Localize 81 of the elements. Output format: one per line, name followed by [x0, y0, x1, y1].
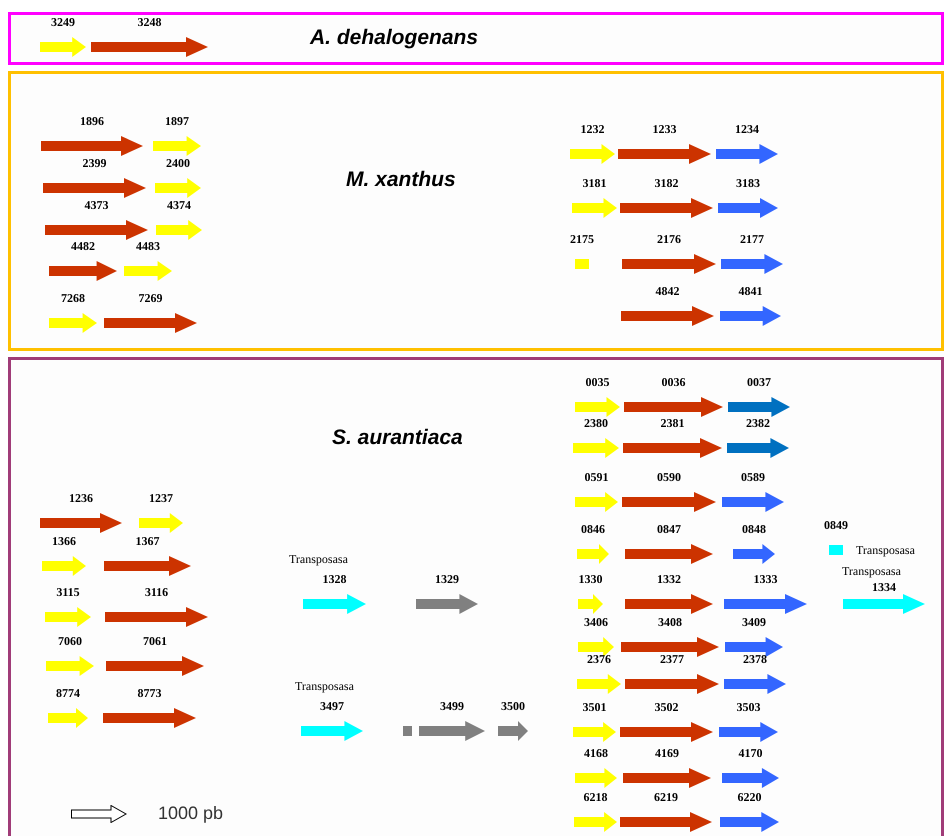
- gene-label: 3409: [742, 615, 766, 629]
- gene-label: 1233: [652, 122, 676, 136]
- gene-label: 2176: [657, 232, 681, 246]
- gene-label: 1236: [69, 491, 93, 505]
- gene-label: 3249: [51, 15, 75, 29]
- gene-label: 8773: [138, 686, 162, 700]
- gene-label: 1330: [578, 572, 602, 586]
- gene-label: 4482: [71, 239, 95, 253]
- annotation-text: Transposasa: [289, 552, 348, 566]
- gene-label: 3502: [654, 700, 678, 714]
- gene-label: 0590: [657, 470, 681, 484]
- annotation-text: Transposasa: [842, 564, 901, 578]
- gene-label: 2175: [570, 232, 594, 246]
- gene-label: 1234: [735, 122, 759, 136]
- gene-label: 1367: [136, 534, 160, 548]
- gene-label: 0035: [586, 375, 610, 389]
- gene-label: 1897: [165, 114, 189, 128]
- gene-label: 7269: [138, 291, 162, 305]
- gene-label: 2377: [660, 652, 684, 666]
- gene-label: 0847: [657, 522, 681, 536]
- gene-label: 3182: [654, 176, 678, 190]
- species-panel: [8, 357, 944, 836]
- gene-label: 2382: [746, 416, 770, 430]
- gene-label: 0589: [741, 470, 765, 484]
- gene-label: 1328: [322, 572, 346, 586]
- gene-label: 6220: [738, 790, 762, 804]
- gene-label: 3503: [736, 700, 760, 714]
- gene-label: 2376: [587, 652, 611, 666]
- gene-label: 4168: [584, 746, 608, 760]
- species-panel: [8, 12, 944, 65]
- gene-label: 1896: [80, 114, 104, 128]
- gene-label: 3501: [582, 700, 606, 714]
- gene-label: 2378: [743, 652, 767, 666]
- gene-label: 4483: [136, 239, 160, 253]
- gene-label: 1334: [872, 580, 896, 594]
- species-name: S. aurantiaca: [332, 426, 463, 450]
- gene-label: 0591: [584, 470, 608, 484]
- gene-label: 2399: [82, 156, 106, 170]
- gene-label: 0037: [747, 375, 771, 389]
- species-name: M. xanthus: [346, 168, 456, 192]
- gene-label: 0848: [742, 522, 766, 536]
- gene-label: 4373: [84, 198, 108, 212]
- gene-label: 4842: [656, 284, 680, 298]
- gene-label: 6218: [584, 790, 608, 804]
- gene-label: 6219: [654, 790, 678, 804]
- gene-label: 7061: [143, 634, 167, 648]
- gene-label: 3408: [658, 615, 682, 629]
- gene-label: 4169: [655, 746, 679, 760]
- gene-label: 1366: [52, 534, 76, 548]
- gene-label: 3500: [501, 699, 525, 713]
- gene-label: 2177: [740, 232, 764, 246]
- gene-label: 3116: [144, 585, 168, 599]
- gene-label: 7060: [58, 634, 82, 648]
- gene-label: 1329: [435, 572, 459, 586]
- gene-label: 3497: [320, 699, 344, 713]
- annotation-text: Transposasa: [856, 543, 915, 557]
- gene-label: 1333: [754, 572, 778, 586]
- gene-label: 1232: [580, 122, 604, 136]
- species-panel: [8, 71, 944, 351]
- gene-label: 3181: [582, 176, 606, 190]
- gene-label: 3248: [138, 15, 162, 29]
- annotation-text: Transposasa: [295, 679, 354, 693]
- gene-label: 1332: [657, 572, 681, 586]
- gene-label: 3115: [56, 585, 80, 599]
- species-name: A. dehalogenans: [310, 26, 478, 50]
- gene-label: 0849: [824, 518, 848, 532]
- gene-label: 3406: [584, 615, 608, 629]
- gene-label: 0036: [662, 375, 686, 389]
- gene-label: 4841: [738, 284, 762, 298]
- scale-label: 1000 pb: [158, 803, 224, 824]
- gene-label: 2380: [584, 416, 608, 430]
- gene-label: 2381: [660, 416, 684, 430]
- gene-label: 2400: [166, 156, 190, 170]
- gene-label: 4374: [167, 198, 191, 212]
- gene-label: 1237: [149, 491, 173, 505]
- gene-label: 3183: [736, 176, 760, 190]
- gene-label: 0846: [581, 522, 605, 536]
- gene-label: 3499: [440, 699, 464, 713]
- gene-label: 7268: [61, 291, 85, 305]
- gene-label: 8774: [56, 686, 80, 700]
- gene-label: 4170: [738, 746, 762, 760]
